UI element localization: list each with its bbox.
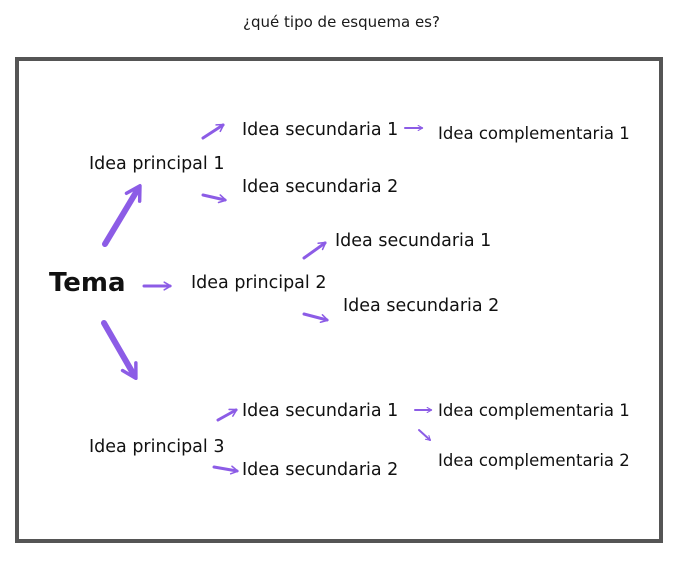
p3-s1-complementary-2-label: Idea complementaria 2 bbox=[438, 451, 630, 470]
p1-secondary-1-label: Idea secundaria 1 bbox=[242, 120, 399, 140]
diagram-frame bbox=[15, 57, 663, 543]
arrow-p2-to-s1 bbox=[302, 241, 327, 260]
arrow-tema-to-principal-3 bbox=[101, 320, 138, 381]
arrow-p1-to-s1 bbox=[201, 123, 225, 140]
p2-secondary-1-label: Idea secundaria 1 bbox=[335, 231, 492, 251]
p3-secondary-1-label: Idea secundaria 1 bbox=[242, 401, 399, 421]
arrow-p2-to-s2 bbox=[302, 312, 329, 324]
arrow-p3-to-s1 bbox=[216, 408, 238, 422]
arrow-p3s1-to-c2 bbox=[418, 429, 431, 441]
main-idea-1-label: Idea principal 1 bbox=[89, 154, 225, 174]
topic-label: Tema bbox=[49, 268, 126, 298]
p1-s1-complementary-1-label: Idea complementaria 1 bbox=[438, 124, 630, 143]
arrow-p3-to-s2 bbox=[212, 465, 239, 475]
p2-secondary-2-label: Idea secundaria 2 bbox=[343, 296, 500, 316]
arrow-p1-to-s2 bbox=[201, 193, 227, 204]
arrow-tema-to-principal-1 bbox=[102, 183, 142, 247]
main-idea-2-label: Idea principal 2 bbox=[191, 273, 327, 293]
p3-secondary-2-label: Idea secundaria 2 bbox=[242, 460, 399, 480]
question-title: ¿qué tipo de esquema es? bbox=[243, 13, 440, 31]
p1-secondary-2-label: Idea secundaria 2 bbox=[242, 177, 399, 197]
main-idea-3-label: Idea principal 3 bbox=[89, 437, 225, 457]
p3-s1-complementary-1-label: Idea complementaria 1 bbox=[438, 401, 630, 420]
